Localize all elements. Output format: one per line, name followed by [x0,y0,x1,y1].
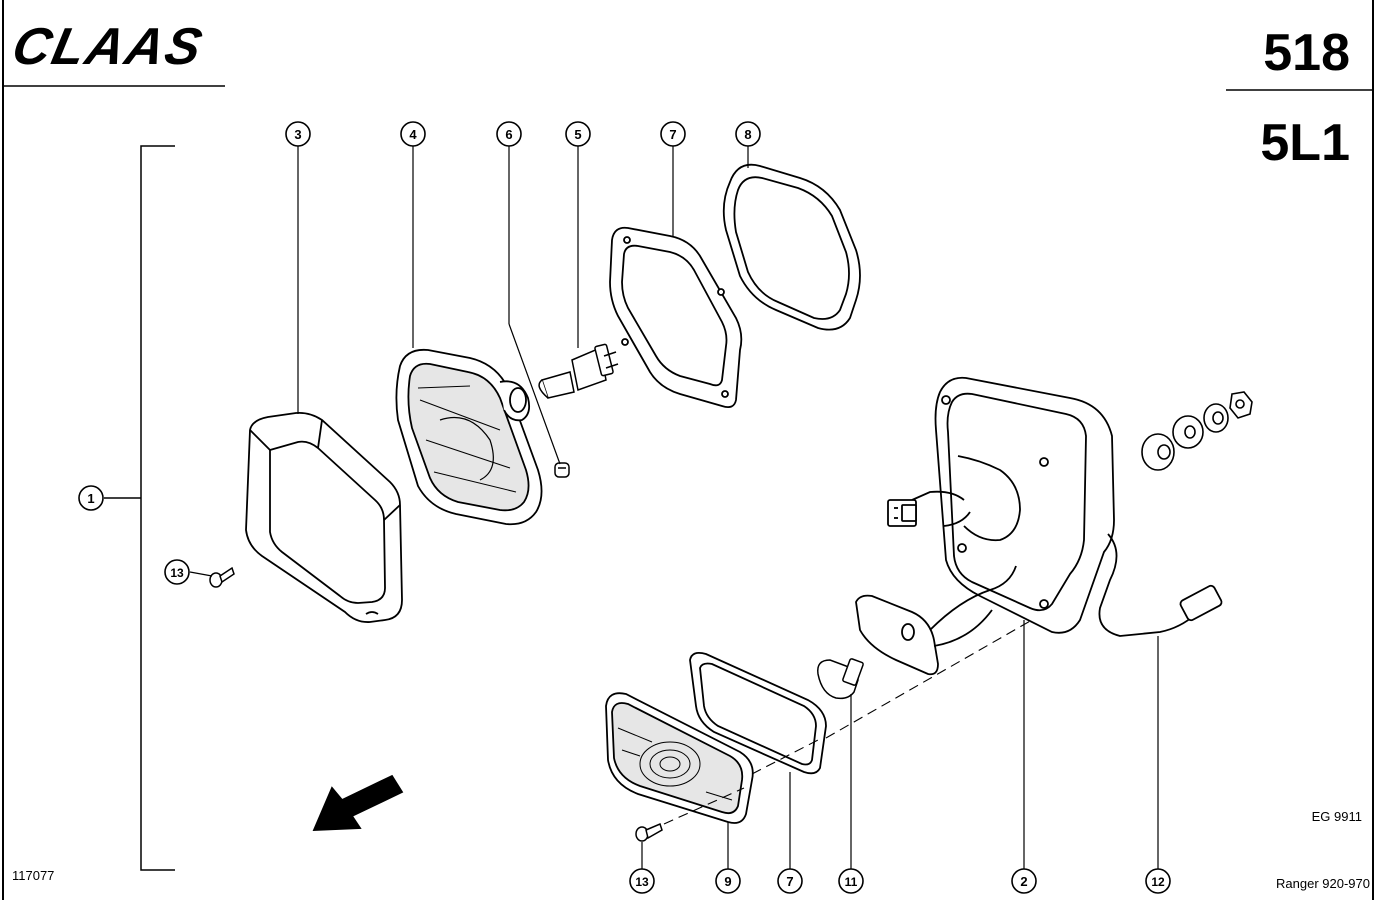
part-halogen-bulb [538,343,619,399]
svg-text:3: 3 [294,127,301,142]
part-indicator-lens [605,692,754,824]
callout-3: 3 [285,121,311,147]
part-headlamp-insert [395,348,543,526]
svg-text:7: 7 [669,127,676,142]
svg-text:11: 11 [845,875,858,889]
model-range: Ranger 920-970 [1276,876,1370,891]
callout-7-bottom: 7 [777,868,803,894]
reference-code: EG 9911 [1312,809,1362,824]
brand-logo: CLAAS [7,18,208,76]
svg-text:7: 7 [786,874,793,889]
svg-text:1: 1 [87,491,94,506]
callout-12: 12 [1145,868,1171,894]
drawing-id: 117077 [12,868,54,883]
svg-text:4: 4 [409,127,417,142]
direction-arrow [312,774,404,831]
group-code: 5L1 [1260,114,1350,172]
callout-6: 6 [496,121,522,147]
svg-text:2: 2 [1020,874,1027,889]
leader-lines [189,146,1159,869]
svg-text:5: 5 [574,127,581,142]
callout-5: 5 [565,121,591,147]
part-indicator-reflector [855,565,1017,676]
svg-text:13: 13 [635,875,649,889]
part-clip [554,462,570,478]
part-bezel-frame [245,411,403,623]
callout-7-top: 7 [660,121,686,147]
callout-2: 2 [1011,868,1037,894]
part-gasket-plate [609,226,743,409]
callout-9: 9 [715,868,741,894]
svg-text:6: 6 [505,127,512,142]
assembly-bracket [104,145,175,871]
svg-text:13: 13 [170,566,184,580]
part-screw-left [209,566,235,588]
callout-4: 4 [400,121,426,147]
part-housing [887,376,1223,637]
part-mounting-hardware [1141,391,1253,471]
callout-1: 1 [78,485,104,511]
assembly-axis-lines [663,619,1033,825]
callout-11: 11 [838,868,864,894]
part-sealing-ring [722,163,861,331]
part-screw-bottom [635,822,663,842]
callout-13-left: 13 [164,559,190,585]
part-indicator-gasket [689,651,827,775]
svg-text:8: 8 [744,127,751,142]
callout-8: 8 [735,121,761,147]
svg-text:9: 9 [724,874,731,889]
part-small-bulb [817,658,864,700]
page-number: 518 [1263,24,1350,82]
callout-13-bottom: 13 [629,868,655,894]
svg-text:12: 12 [1151,875,1165,889]
